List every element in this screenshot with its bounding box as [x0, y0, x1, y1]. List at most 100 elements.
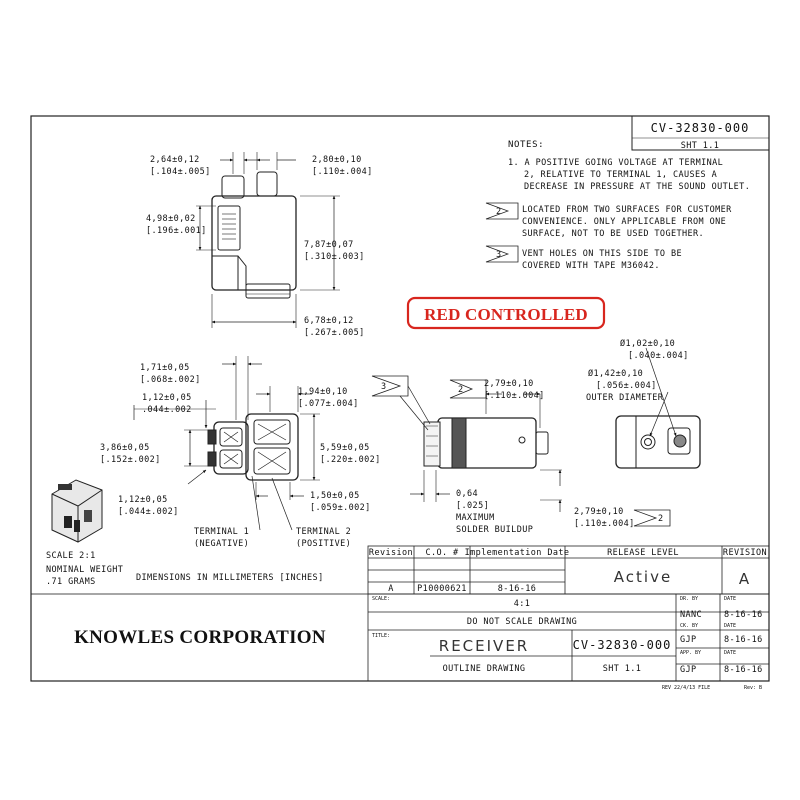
- end-dim-2-note: OUTER DIAMETER: [586, 393, 664, 403]
- svg-text:APP. BY: APP. BY: [680, 650, 701, 656]
- top-dim-5-mm: 6,78±0,12: [304, 316, 354, 326]
- side-dim-2-note-2: SOLDER BUILDUP: [456, 525, 533, 535]
- note-2-line-3: SURFACE, NOT TO BE USED TOGETHER.: [522, 229, 704, 239]
- rev-header-co: C.O. #: [425, 548, 459, 558]
- front-dim-5-in: [.220±.002]: [320, 455, 381, 465]
- doc-number-box: CV-32830-000 SHT 1.1: [631, 115, 770, 151]
- scale-label: SCALE 2:1: [46, 551, 96, 561]
- release-level-label: RELEASE LEVEL: [607, 548, 679, 558]
- note-2-line-2: CONVENIENCE. ONLY APPLICABLE FROM ONE: [522, 217, 726, 227]
- notes-heading: NOTES:: [508, 140, 544, 150]
- doc-number: CV-32830-000: [651, 121, 750, 135]
- release-level-value: Active: [614, 568, 672, 586]
- side-view: [371, 375, 671, 527]
- note-1-line-2: 2, RELATIVE TO TERMINAL 1, CAUSES A: [524, 170, 717, 180]
- footer-file-label: REV 22/4/13 FILE: [662, 685, 710, 691]
- signoff-dr: DR. BY DATE NANC 8-16-16: [680, 596, 763, 620]
- signoff-app: APP. BY DATE GJP 8-16-16: [680, 650, 763, 675]
- note-1-line-3: DECREASE IN PRESSURE AT THE SOUND OUTLET…: [524, 182, 750, 192]
- front-dim-2-in: .044±.002: [142, 405, 192, 415]
- end-dim-2-in: [.056±.004]: [596, 381, 657, 391]
- notes: NOTES: 1. A POSITIVE GOING VOLTAGE AT TE…: [485, 140, 750, 271]
- rev-row-date: 8-16-16: [498, 584, 537, 594]
- top-dim-2-in: [.110±.004]: [312, 167, 373, 177]
- front-dim-5-mm: 5,59±0,05: [320, 443, 370, 453]
- side-flag-3-marker: 3: [381, 382, 387, 392]
- note-3-marker: 3: [496, 250, 502, 260]
- end-dim-1-mm: Ø1,02±0,10: [620, 338, 675, 349]
- side-dim-1-in: [.110±.004]: [484, 391, 545, 401]
- top-dim-3-mm: 4,98±0,02: [146, 214, 196, 224]
- isometric-view: [51, 479, 103, 543]
- front-view: [133, 356, 320, 531]
- revision-value: A: [739, 570, 751, 588]
- title-sheet-number: SHT 1.1: [603, 664, 642, 674]
- drawing-subtitle: OUTLINE DRAWING: [443, 664, 526, 674]
- front-dim-4-in: [.152±.002]: [100, 455, 161, 465]
- side-dim-2-mm: 0,64: [456, 489, 478, 499]
- top-dim-4-in: [.310±.003]: [304, 252, 365, 262]
- svg-text:DATE: DATE: [724, 623, 736, 629]
- front-dim-2-mm: 1,12±0,05: [142, 393, 192, 403]
- top-dim-2-mm: 2,80±0,10: [312, 155, 362, 165]
- terminal-2-polarity: (POSITIVE): [296, 539, 351, 549]
- end-view: [615, 347, 701, 469]
- end-dim-2-mm: Ø1,42±0,10: [588, 368, 643, 379]
- front-dim-7-mm: 1,50±0,05: [310, 491, 360, 501]
- top-dim-1-mm: 2,64±0,12: [150, 155, 200, 165]
- side-flag-2b: [633, 509, 671, 527]
- revision-label: REVISION: [723, 548, 767, 558]
- stamp-text: RED CONTROLLED: [424, 305, 588, 324]
- dimensions-units: DIMENSIONS IN MILLIMETERS [INCHES]: [136, 573, 324, 583]
- terminal-2-label: TERMINAL 2: [296, 527, 351, 537]
- scale-field-label: SCALE:: [372, 596, 390, 602]
- note-2-flag: [485, 202, 519, 220]
- scale-field-value: 4:1: [514, 599, 531, 609]
- top-dim-1-in: [.104±.005]: [150, 167, 211, 177]
- signoff-ck: CK. BY DATE GJP 8-16-16: [680, 623, 763, 645]
- top-dim-4-mm: 7,87±0,07: [304, 240, 354, 250]
- svg-text:DATE: DATE: [724, 596, 736, 602]
- side-dim-2-in: [.025]: [456, 501, 489, 511]
- side-dim-1-mm: 2,79±0,10: [484, 379, 534, 389]
- top-dim-3-in: [.196±.001]: [146, 226, 207, 236]
- note-2-line-1: LOCATED FROM TWO SURFACES FOR CUSTOMER: [522, 205, 732, 215]
- rev-row-co: P10000621: [417, 584, 467, 594]
- note-1-line-1: 1. A POSITIVE GOING VOLTAGE AT TERMINAL: [508, 158, 723, 168]
- nominal-weight-label: NOMINAL WEIGHT: [46, 565, 123, 575]
- svg-text:NANC: NANC: [680, 610, 702, 620]
- svg-text:GJP: GJP: [680, 665, 697, 675]
- side-dim-3-mm: 2,79±0,10: [574, 507, 624, 517]
- end-dim-1-in: [.040±.004]: [628, 351, 689, 361]
- top-view: [196, 152, 340, 328]
- terminal-1-label: TERMINAL 1: [194, 527, 249, 537]
- nominal-weight-value: .71 GRAMS: [46, 577, 96, 587]
- svg-text:DR. BY: DR. BY: [680, 596, 698, 602]
- svg-text:8-16-16: 8-16-16: [724, 665, 763, 675]
- company-name: KNOWLES CORPORATION: [74, 627, 326, 648]
- svg-text:8-16-16: 8-16-16: [724, 610, 763, 620]
- note-2-marker: 2: [496, 207, 502, 217]
- side-flag-3: [371, 375, 409, 397]
- svg-text:8-16-16: 8-16-16: [724, 635, 763, 645]
- front-dim-3-mm: 1,94±0,10: [298, 387, 348, 397]
- front-dim-7-in: [.059±.002]: [310, 503, 371, 513]
- rev-row-revision: A: [388, 584, 394, 594]
- svg-text:GJP: GJP: [680, 635, 697, 645]
- side-flag-2: [449, 379, 487, 399]
- red-controlled-stamp: RED CONTROLLED: [406, 296, 606, 330]
- note-3-flag: [485, 245, 519, 263]
- footer-rev-label: Rev: B: [744, 685, 762, 691]
- front-dim-1-mm: 1,71±0,05: [140, 363, 190, 373]
- title-block: [30, 593, 770, 682]
- front-dim-3-in: [.077±.004]: [298, 399, 359, 409]
- top-dim-5-in: [.267±.005]: [304, 328, 365, 338]
- rev-header-date: Implementation Date: [465, 548, 570, 558]
- front-dim-1-in: [.068±.002]: [140, 375, 201, 385]
- terminal-1-polarity: (NEGATIVE): [194, 539, 249, 549]
- side-dim-3-in: [.110±.004]: [574, 519, 635, 529]
- front-dim-6-mm: 1,12±0,05: [118, 495, 168, 505]
- do-not-scale-note: DO NOT SCALE DRAWING: [467, 617, 577, 627]
- side-dim-2-note-1: MAXIMUM: [456, 513, 495, 523]
